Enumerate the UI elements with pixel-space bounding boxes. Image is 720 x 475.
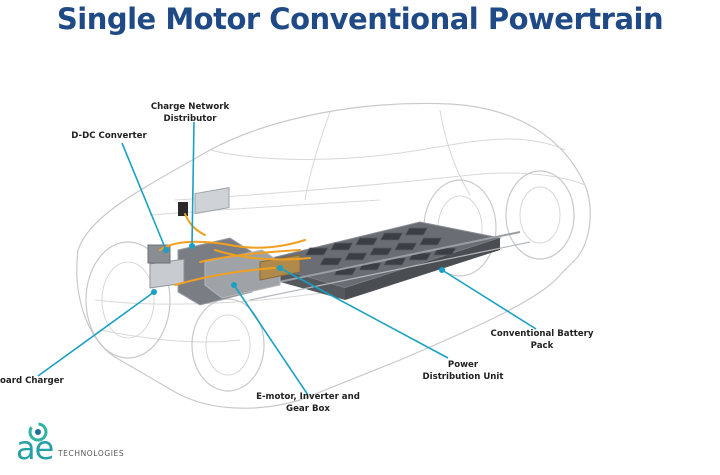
label-battery-line1: Conventional Battery	[491, 329, 594, 339]
label-onboard-charger: oard Charger	[0, 376, 65, 386]
battery-cells	[305, 227, 457, 276]
leader-battery	[441, 269, 537, 330]
label-pdu-line1: Power	[448, 360, 479, 370]
dot-charge-network	[189, 243, 195, 249]
logo-subtitle: TECHNOLOGIES	[58, 449, 125, 458]
leader-ddc-converter	[121, 142, 167, 251]
label-charge-network-line1: Charge Network	[151, 102, 230, 112]
label-charge-network-line2: Distributor	[163, 114, 217, 124]
logo-swirl-icon	[28, 422, 48, 442]
leader-onboard-charger	[37, 291, 155, 377]
dot-onboard-charger	[151, 289, 157, 295]
logo-wordmark: ae	[16, 429, 54, 467]
label-emotor-line2: Gear Box	[286, 404, 330, 414]
component-labels: Charge Network Distributor D-DC Converte…	[0, 102, 594, 414]
leader-charge-network	[191, 121, 195, 247]
label-pdu-line2: Distribution Unit	[423, 372, 504, 382]
label-emotor-line1: E-motor, Inverter and	[256, 392, 360, 402]
label-ddc-converter: D-DC Converter	[71, 131, 147, 141]
label-battery-line2: Pack	[531, 341, 554, 351]
dot-pdu	[277, 265, 283, 271]
leader-pdu	[279, 267, 449, 359]
page-title: Single Motor Conventional Powertrain	[56, 2, 664, 36]
leader-lines	[37, 121, 537, 396]
leader-emotor	[233, 284, 309, 396]
dot-battery	[439, 267, 445, 273]
hv-wiring	[159, 213, 311, 286]
dot-ddc-converter	[163, 247, 169, 253]
dot-emotor	[231, 282, 237, 288]
car-ghost-outline	[76, 102, 591, 409]
